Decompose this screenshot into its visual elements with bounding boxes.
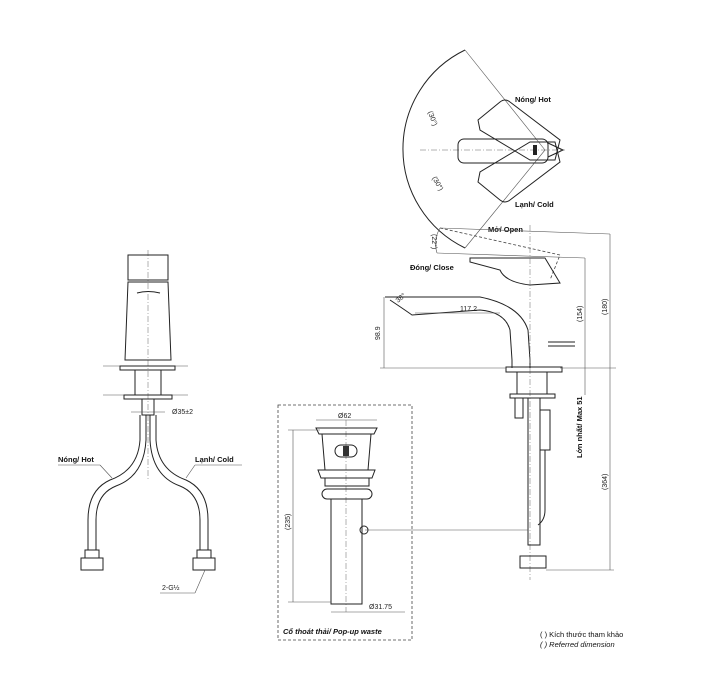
front-cold-label: Lạnh/ Cold bbox=[195, 455, 234, 464]
nut-hot bbox=[80, 557, 104, 571]
open-label: Mở/ Open bbox=[488, 225, 523, 234]
close-label: Đóng/ Close bbox=[410, 263, 454, 272]
note-line-2: ( ) Referred dimension bbox=[540, 640, 615, 649]
top-cold-label: Lạnh/ Cold bbox=[515, 200, 554, 209]
dim-spout-reach: 117.2 bbox=[460, 306, 477, 313]
front-view: Ø35±2 Nóng/ Hot Lạnh/ Cold 2-G½ bbox=[58, 250, 242, 594]
dim-total-height: (180) bbox=[602, 299, 609, 315]
dim-below-deck: (364) bbox=[602, 474, 609, 490]
angle-cold-label: (30°) bbox=[430, 175, 445, 192]
popup-waste: Ø62 (235) Ø31.75 Cổ thoát thải/ Pop-up w… bbox=[277, 404, 413, 641]
top-hot-label: Nóng/ Hot bbox=[515, 95, 551, 104]
dim-top: Ø62 bbox=[338, 413, 351, 420]
connector-label: 2-G½ bbox=[162, 584, 180, 592]
front-body bbox=[124, 281, 172, 361]
front-lever bbox=[127, 254, 169, 281]
top-view: (30°) (30°) Nóng/ Hot Lạnh/ Cold bbox=[402, 49, 565, 249]
note-line-1: ( ) Kích thước tham khảo bbox=[540, 630, 623, 639]
nut-cold bbox=[192, 557, 216, 571]
spout-angle: 38° bbox=[394, 291, 407, 304]
side-view: Mở/ Open Đóng/ Close (22°) 98.9 117.2 38… bbox=[365, 225, 616, 580]
dim-max-deck: Lớn nhất/ Max 51 bbox=[575, 396, 584, 458]
dim-height: (235) bbox=[285, 514, 292, 530]
front-hot-label: Nóng/ Hot bbox=[58, 455, 94, 464]
dim-hole: Ø35±2 bbox=[172, 409, 193, 416]
dim-bottom: Ø31.75 bbox=[369, 604, 392, 611]
lever-angle-label: (22°) bbox=[430, 234, 438, 249]
rotation-arc bbox=[402, 49, 466, 249]
dim-spout-height: 98.9 bbox=[375, 326, 382, 340]
handle-center bbox=[457, 138, 549, 164]
angle-hot-label: (30°) bbox=[426, 110, 439, 127]
popup-frame bbox=[277, 404, 413, 641]
side-nut bbox=[519, 555, 547, 569]
handle-hot bbox=[477, 99, 561, 161]
popup-title: Cổ thoát thải/ Pop-up waste bbox=[283, 627, 382, 636]
dim-body-height: (154) bbox=[577, 306, 584, 322]
handle-cold bbox=[477, 141, 561, 203]
base-plate bbox=[505, 366, 563, 373]
lever bbox=[469, 257, 561, 286]
